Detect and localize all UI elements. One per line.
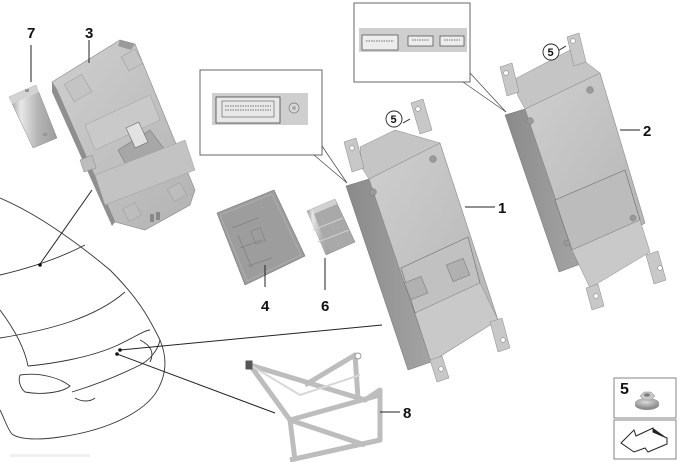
part-1-control-unit[interactable]	[343, 98, 511, 383]
flange-nut-icon	[635, 391, 659, 410]
circled-callout-5-unit-2[interactable]: 5	[542, 43, 560, 61]
callout-7[interactable]: 7	[27, 25, 35, 42]
callout-2[interactable]: 2	[643, 123, 651, 140]
leader-dots	[38, 263, 122, 356]
part-6-small-module[interactable]	[306, 198, 356, 256]
leader-car-8	[116, 353, 276, 414]
part-8-bracket[interactable]	[245, 352, 383, 462]
part-7-cap-module[interactable]	[8, 84, 58, 149]
legend-item-label: 5	[620, 381, 629, 398]
callout-1[interactable]: 1	[498, 200, 506, 217]
connector-detail-unit-2	[353, 2, 507, 113]
part-2-control-unit[interactable]	[499, 32, 667, 311]
callout-labels: 7 3 4 6 1 2 8	[27, 25, 651, 422]
car-outline	[0, 197, 166, 440]
circled-callout-5-unit-1[interactable]: 5	[385, 110, 403, 128]
leader-lines	[30, 40, 640, 414]
svg-text:5: 5	[548, 47, 554, 59]
legend-box: 5	[613, 377, 677, 460]
leader-circ-5a	[402, 118, 411, 124]
connector-detail-unit-1	[199, 69, 348, 184]
arrow-icon	[620, 427, 668, 453]
leader-car-3	[39, 189, 93, 265]
leader-car-1	[119, 324, 383, 351]
part-4-cover-plate[interactable]	[216, 189, 306, 286]
callout-4[interactable]: 4	[261, 298, 270, 315]
part-3-control-unit[interactable]	[51, 39, 196, 231]
callout-8[interactable]: 8	[403, 405, 411, 422]
callout-6[interactable]: 6	[321, 298, 329, 315]
callout-3[interactable]: 3	[85, 25, 93, 42]
watermark-strip	[10, 454, 90, 457]
svg-text:5: 5	[391, 114, 397, 126]
